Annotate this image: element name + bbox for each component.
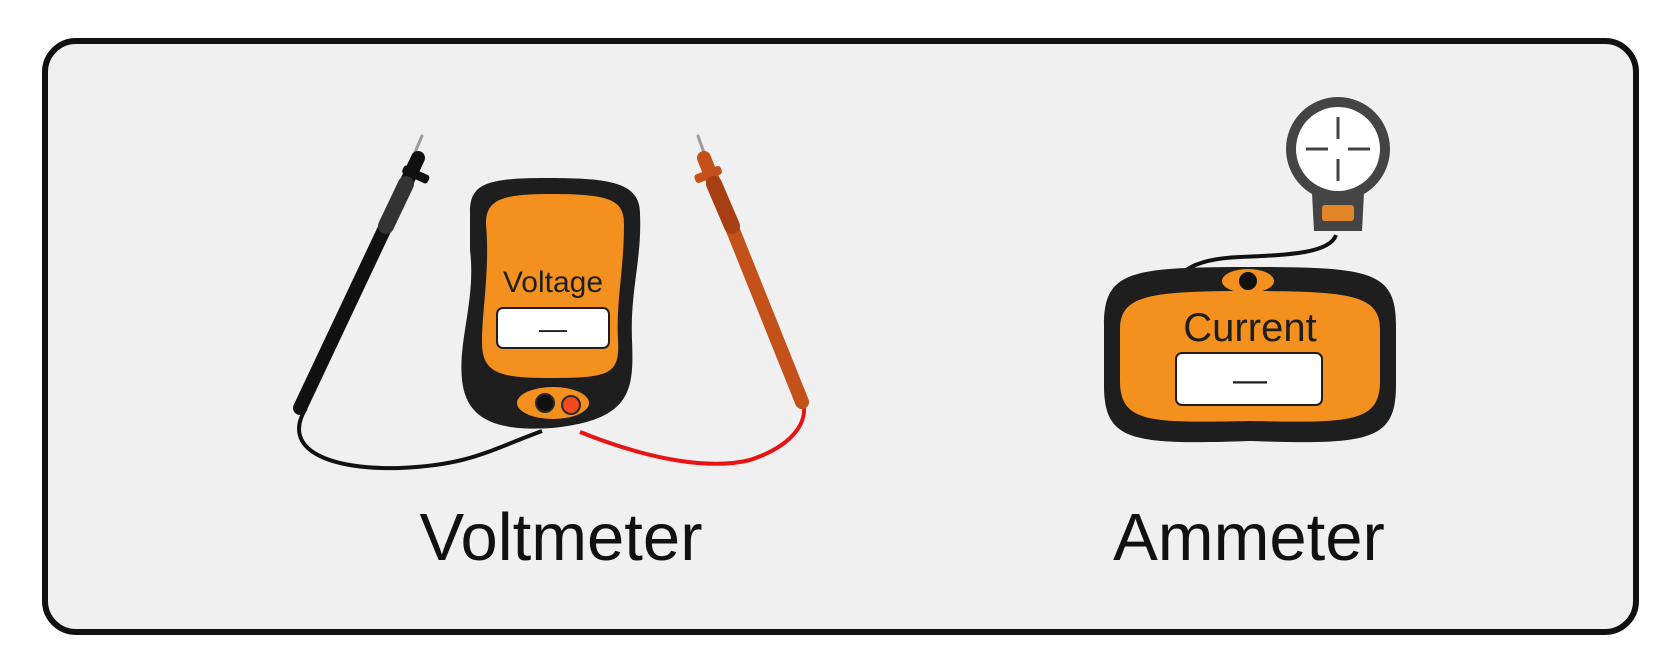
black-lead-wire [297,406,543,471]
ammeter-caption: Ammeter [1113,500,1385,575]
current-display [1175,352,1323,406]
black-probe[interactable] [293,134,430,415]
clamp-head[interactable] [1286,97,1390,231]
red-lead-wire [579,397,806,466]
voltage-value: — [539,313,567,344]
voltage-label: Voltage [503,266,603,299]
voltmeter-caption: Voltmeter [419,500,703,575]
ammeter-tool[interactable]: Current — [1090,85,1410,485]
voltage-display [496,307,610,349]
red-jack [561,395,581,415]
voltmeter-tool[interactable]: Voltage — [290,120,830,480]
cable-jack [1239,272,1257,290]
red-probe[interactable] [694,134,809,409]
current-label: Current [1183,306,1316,350]
current-value: — [1233,361,1267,399]
black-jack [535,393,555,413]
voltmeter-icon: Voltage — [293,134,809,471]
clamp-meter-icon: Current — [1104,97,1396,443]
